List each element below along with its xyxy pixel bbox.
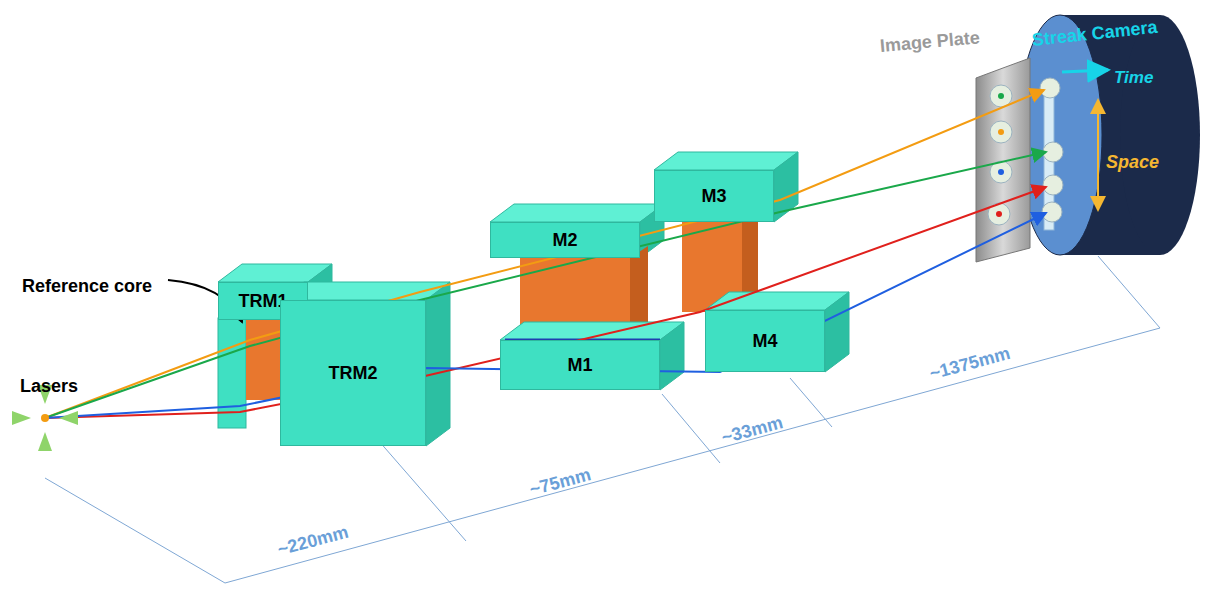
magnet-block: M1 xyxy=(500,340,660,390)
magnet-block: M4 xyxy=(705,310,825,372)
axis-label: Time xyxy=(1114,68,1153,88)
magnet-block: M2 xyxy=(490,222,640,258)
dimension-label: ~1375mm xyxy=(927,343,1012,385)
magnet-block: M3 xyxy=(654,170,774,222)
dimension-label: ~220mm xyxy=(275,522,351,561)
axis-label: Space xyxy=(1106,152,1159,173)
magnet-label: TRM2 xyxy=(329,363,378,384)
dimension-label: ~75mm xyxy=(527,464,593,500)
magnet-label: M1 xyxy=(567,355,592,376)
magnet-block: TRM2 xyxy=(280,300,426,446)
laser-label: Lasers xyxy=(20,376,78,397)
magnet-label: M2 xyxy=(552,230,577,251)
magnet-label: M3 xyxy=(701,186,726,207)
detector-label: Image Plate xyxy=(879,27,980,57)
part-label: Reference core xyxy=(22,276,152,297)
magnet-label: M4 xyxy=(752,331,777,352)
dimension-label: ~33mm xyxy=(719,412,785,448)
